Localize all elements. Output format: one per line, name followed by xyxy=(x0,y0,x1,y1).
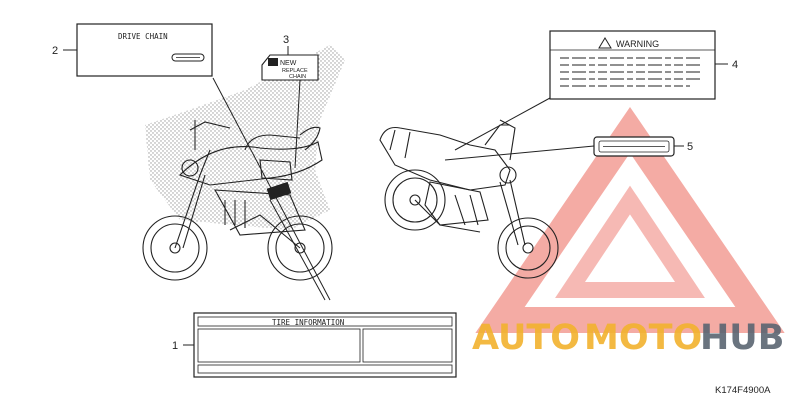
label-tire-information: TIRE INFORMATION xyxy=(193,312,457,378)
leader-line-4-to-bike xyxy=(454,97,551,151)
chain-adjust-icon xyxy=(171,53,205,62)
leader-line-1-to-bike xyxy=(269,199,326,301)
label-warning: WARNING xyxy=(549,30,716,100)
diagram-code: K174F4900A xyxy=(715,385,771,396)
watermark-text: AUTO MOTO HUB xyxy=(472,318,784,358)
tire-information-text: TIRE INFORMATION xyxy=(272,318,344,327)
chain-text: CHAIN xyxy=(289,74,306,80)
watermark-moto: MOTO xyxy=(584,318,702,358)
leader-line-3-to-bike xyxy=(294,79,301,169)
callout-3: 3 xyxy=(283,34,289,46)
watermark-triangle xyxy=(475,106,785,333)
front-wheel xyxy=(142,215,208,281)
watermark-hub: HUB xyxy=(700,318,784,358)
callout-5: 5 xyxy=(687,141,693,153)
warning-triangle-icon xyxy=(598,37,612,49)
label-replace-chain: NEW REPLACE CHAIN xyxy=(261,54,319,81)
leader-line-2-to-bike xyxy=(212,77,331,301)
stipple-shading xyxy=(145,45,345,230)
left-motorcycle-illustration xyxy=(142,45,345,281)
callout-2: 2 xyxy=(52,45,58,57)
watermark-auto: AUTO xyxy=(472,318,580,358)
callout-1: 1 xyxy=(172,340,178,352)
label-emblem xyxy=(593,136,675,157)
warning-body-lines xyxy=(560,57,700,87)
leader-line-5-to-bike xyxy=(444,145,595,161)
new-text: NEW xyxy=(280,60,297,67)
replace-text: REPLACE xyxy=(282,68,308,74)
watermark-logo xyxy=(475,106,785,333)
watermark-triangle-inner xyxy=(555,185,705,298)
warning-text: WARNING xyxy=(616,39,659,49)
rear-wheel xyxy=(267,215,333,281)
left-label-position xyxy=(266,181,292,201)
callout-4: 4 xyxy=(732,59,738,71)
label-drive-chain: DRIVE CHAIN xyxy=(76,23,213,77)
drive-chain-text: DRIVE CHAIN xyxy=(118,32,168,41)
